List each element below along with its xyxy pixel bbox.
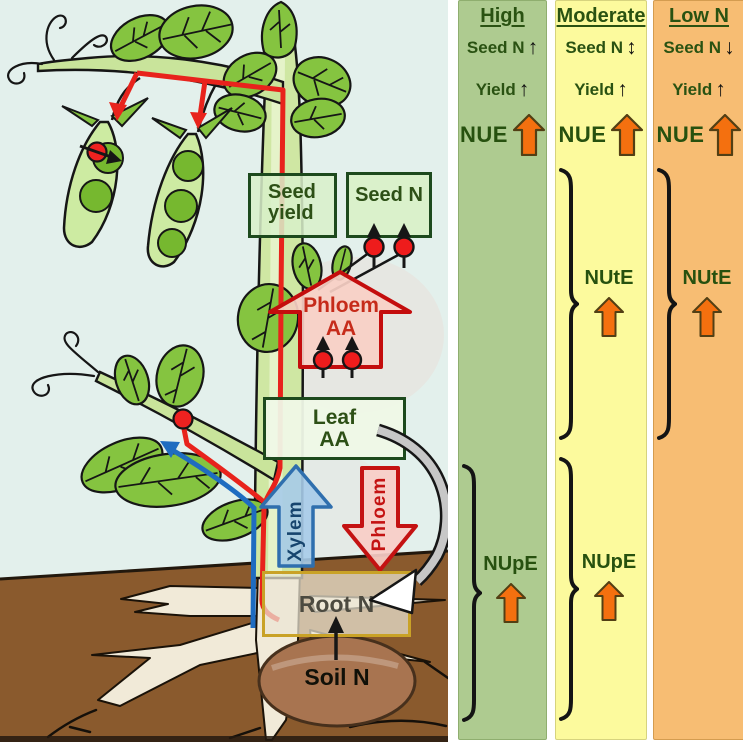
leaf-aa-line2: AA [319, 428, 350, 452]
seed-n-row: Seed N ↕ [565, 36, 637, 59]
column-header: Moderate [556, 5, 646, 27]
nute-metric: NUtE [574, 267, 644, 342]
red-node-dot [341, 349, 363, 371]
up-arrow-icon: ↑ [715, 78, 726, 101]
column-header: High [480, 5, 525, 27]
leaf-aa-box: Leaf AA [263, 397, 406, 460]
seed-pedicel [329, 252, 401, 294]
phloem-arrowhead [190, 112, 207, 129]
increase-arrow-icon [495, 583, 526, 623]
nupe-metric: NUpE [477, 553, 544, 628]
red-node-dot [86, 141, 108, 163]
phloem-down-label: Phloem [369, 476, 390, 552]
tendrils [7, 14, 108, 85]
nue-row: NUE [654, 114, 743, 156]
red-node-dot [393, 236, 415, 258]
seed-yield-line2: yield [268, 202, 314, 225]
red-node-dot [172, 408, 194, 430]
apical-bud [260, 0, 298, 59]
phloem-aa-nodes [312, 336, 363, 378]
bottom-frame [0, 736, 448, 742]
pod [62, 120, 119, 248]
leaves-upper [109, 0, 352, 139]
pea [157, 228, 187, 258]
up-arrow-icon: ↑ [527, 36, 539, 59]
up-arrow-icon: ↑ [518, 78, 530, 101]
pea [164, 189, 198, 223]
leaf-aa-line1: Leaf [312, 406, 357, 429]
phloem-route-lines [118, 70, 286, 623]
column-high-n: High Seed N ↑ Yield ↑ NUE NUpE [458, 0, 547, 740]
increase-arrow-icon [512, 114, 545, 156]
nupe-metric: NUpE [574, 551, 644, 626]
soil-n-label: Soil N [304, 664, 370, 690]
pea [172, 150, 204, 182]
nute-metric: NUtE [672, 267, 742, 342]
nute-brace [657, 168, 677, 440]
node-arrow [79, 144, 115, 160]
pod-pedicel [110, 76, 141, 121]
nue-row: NUE [556, 114, 646, 156]
red-node-dot [363, 236, 385, 258]
seed-n-label: Seed N [355, 184, 423, 206]
node-arrowhead [106, 150, 122, 164]
xylem-label: Xylem [285, 500, 306, 562]
seed-yield-box: Seed yield [248, 173, 337, 238]
increase-arrow-icon [692, 297, 722, 337]
increase-arrow-icon [594, 581, 624, 621]
seed-pedicel [317, 250, 371, 292]
phloem-arrowhead [109, 102, 127, 121]
pea [79, 179, 113, 213]
increase-arrow-icon [709, 114, 742, 156]
pods [61, 76, 233, 268]
pod-sepals [61, 97, 233, 140]
down-arrow-icon: ↓ [724, 36, 735, 59]
nue-row: NUE [459, 114, 546, 156]
xylem-route-line [172, 448, 257, 629]
yield-row: Yield ↑ [574, 78, 628, 101]
nupe-brace [462, 464, 482, 722]
seed-n-row: Seed N ↑ [466, 36, 539, 59]
column-low-n: Low N Seed N ↓ Yield ↑ NUE NUtE [653, 0, 743, 740]
increase-arrow-icon [611, 114, 644, 156]
seed-n-box: Seed N [346, 172, 432, 238]
seed-n-row: Seed N ↓ [663, 36, 735, 59]
tendrils [31, 330, 100, 397]
pod [146, 132, 205, 268]
upper-branch [36, 54, 285, 106]
column-header: Low N [669, 5, 729, 27]
leaves-middle [80, 242, 353, 542]
column-moderate-n: Moderate Seed N ↕ Yield ↑ NUE NUtE NUpE [555, 0, 647, 740]
plant-illustration-panel: Seed yield Seed N Leaf AA Root N Phloem … [0, 0, 448, 742]
up-down-arrow-icon: ↕ [626, 36, 637, 59]
nute-brace [559, 168, 579, 440]
pea [92, 142, 124, 174]
yield-row: Yield ↑ [672, 78, 726, 101]
nupe-brace [559, 457, 579, 721]
pod-pedicel [196, 83, 218, 133]
middle-branch [94, 370, 280, 482]
seed-yield-line1: Seed [268, 181, 316, 203]
increase-arrow-icon [594, 297, 624, 337]
up-arrow-icon: ↑ [617, 78, 628, 101]
xylem-arrowhead [160, 441, 180, 458]
phloem-aa-label: Phloem AA [303, 294, 379, 341]
root-n-label: Root N [298, 590, 375, 617]
red-node-dot [312, 349, 334, 371]
yield-row: Yield ↑ [475, 78, 530, 101]
